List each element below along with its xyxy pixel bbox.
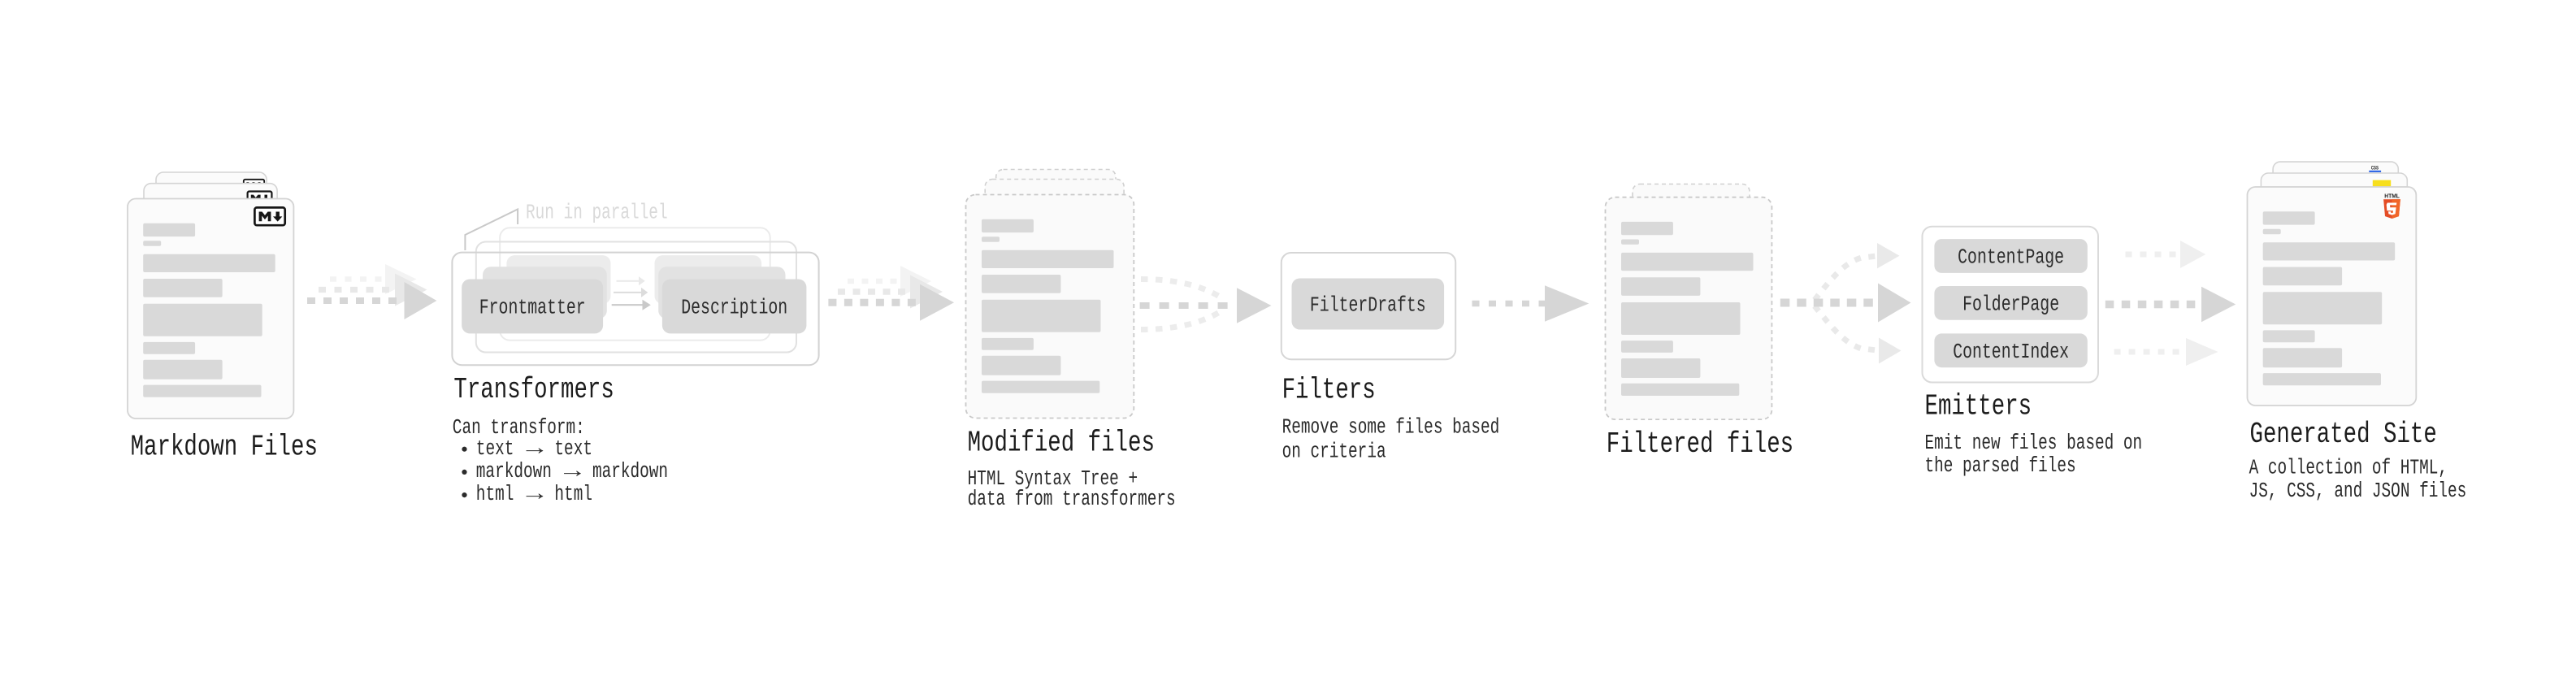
svg-text:the parsed files: the parsed files — [1925, 454, 2076, 478]
svg-text:FilterDrafts: FilterDrafts — [1310, 293, 1426, 317]
svg-text:Markdown Files: Markdown Files — [131, 430, 318, 463]
svg-text:HTML Syntax Tree +: HTML Syntax Tree + — [968, 467, 1138, 491]
svg-text:Remove some files based: Remove some files based — [1282, 415, 1500, 439]
svg-text:text: text — [476, 437, 514, 461]
svg-text:markdown: markdown — [476, 460, 552, 484]
svg-text:Generated Site: Generated Site — [2250, 418, 2437, 451]
svg-text:html: html — [554, 483, 592, 506]
svg-text:Filtered files: Filtered files — [1607, 427, 1793, 461]
svg-text:HTML: HTML — [2384, 193, 2400, 200]
svg-text:FolderPage: FolderPage — [1962, 293, 2059, 316]
svg-text:Frontmatter: Frontmatter — [479, 296, 586, 319]
svg-text:data from transformers: data from transformers — [968, 488, 1176, 511]
svg-text:Filters: Filters — [1282, 373, 1376, 406]
svg-text:Modified files: Modified files — [968, 426, 1155, 459]
svg-text:ContentIndex: ContentIndex — [1953, 340, 2069, 364]
svg-text:→: → — [526, 437, 543, 461]
svg-text:Emit new files based on: Emit new files based on — [1925, 432, 2143, 455]
svg-text:on criteria: on criteria — [1282, 440, 1386, 463]
svg-text:ContentPage: ContentPage — [1958, 245, 2064, 269]
svg-text:JS, CSS, and JSON files: JS, CSS, and JSON files — [2249, 479, 2467, 503]
svg-text:Description: Description — [681, 296, 787, 319]
svg-text:A collection of HTML,: A collection of HTML, — [2249, 456, 2448, 479]
svg-text:html: html — [476, 483, 514, 506]
svg-text:Can transform:: Can transform: — [453, 416, 585, 440]
svg-text:text: text — [554, 437, 592, 461]
svg-text:CSS: CSS — [2371, 166, 2379, 171]
svg-text:Transformers: Transformers — [453, 373, 614, 406]
svg-text:markdown: markdown — [592, 460, 668, 484]
svg-text:Emitters: Emitters — [1925, 389, 2032, 423]
svg-text:→: → — [526, 483, 543, 506]
svg-text:Run in parallel: Run in parallel — [526, 201, 668, 224]
svg-text:→: → — [564, 460, 581, 484]
